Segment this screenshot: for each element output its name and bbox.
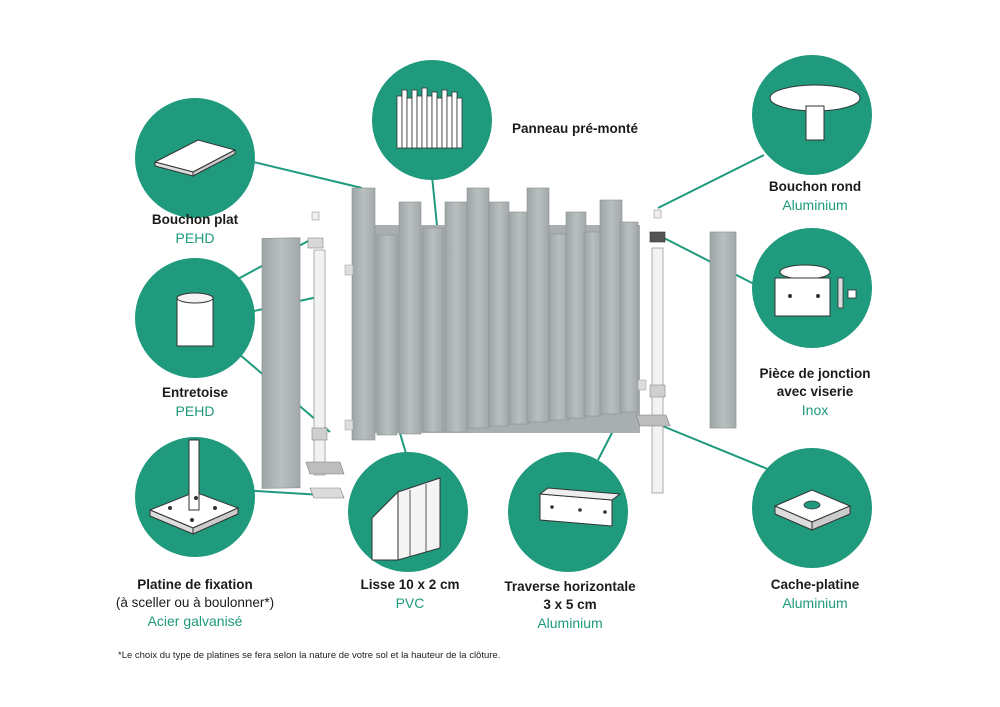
cache-platine-circle [752, 448, 872, 568]
entretoise-circle [135, 258, 255, 378]
right-lisse [709, 231, 737, 429]
label-jonction: Pièce de jonction avec viserie Inox [720, 365, 910, 419]
footnote: *Le choix du type de platines se fera se… [118, 650, 501, 661]
cache-platine-material: Aluminium [782, 595, 848, 611]
cache-platine-title: Cache-platine [770, 577, 860, 592]
platine-subtitle: (à sceller ou à boulonner*) [115, 595, 275, 610]
panneau-pre-monte [344, 187, 647, 441]
bouchon-rond-material: Aluminium [782, 197, 848, 213]
bouchon-plat-material: PEHD [175, 230, 215, 246]
traverse-title-2: 3 x 5 cm [543, 597, 597, 612]
traverse-circle [508, 452, 628, 572]
bouchon-plat-title: Bouchon plat [151, 212, 239, 227]
entretoise-title: Entretoise [161, 385, 229, 400]
panneau-title: Panneau pré-monté [511, 121, 639, 136]
jonction-circle [752, 228, 872, 348]
entretoise-material: PEHD [175, 403, 215, 419]
lisse-title: Lisse 10 x 2 cm [360, 577, 460, 592]
bouchon-plat-circle [135, 98, 255, 218]
traverse-material: Aluminium [537, 615, 603, 631]
label-cache-platine: Cache-platine Aluminium [735, 576, 895, 612]
left-lisse [261, 237, 301, 489]
lisse-circle [348, 452, 468, 572]
bouchon-rond-title: Bouchon rond [768, 179, 862, 194]
label-bouchon-plat: Bouchon plat PEHD [110, 211, 280, 247]
label-lisse: Lisse 10 x 2 cm PVC [330, 576, 490, 612]
traverse-title-1: Traverse horizontale [504, 579, 636, 594]
bouchon-rond-circle [752, 55, 872, 175]
label-entretoise: Entretoise PEHD [110, 384, 280, 420]
label-traverse: Traverse horizontale 3 x 5 cm Aluminium [480, 578, 660, 632]
label-panneau: Panneau pré-monté [475, 120, 675, 138]
label-platine: Platine de fixation (à sceller ou à boul… [90, 576, 300, 630]
lisse-material: PVC [395, 595, 425, 611]
left-post [305, 211, 345, 499]
label-bouchon-rond: Bouchon rond Aluminium [735, 178, 895, 214]
platine-material: Acier galvanisé [147, 613, 243, 629]
jonction-material: Inox [801, 402, 829, 418]
jonction-title-2: avec viserie [776, 384, 854, 399]
platine-circle [135, 437, 255, 557]
jonction-title-1: Pièce de jonction [759, 366, 871, 381]
right-post [635, 209, 671, 494]
platine-title: Platine de fixation [137, 577, 253, 592]
panneau-circle [372, 60, 492, 180]
